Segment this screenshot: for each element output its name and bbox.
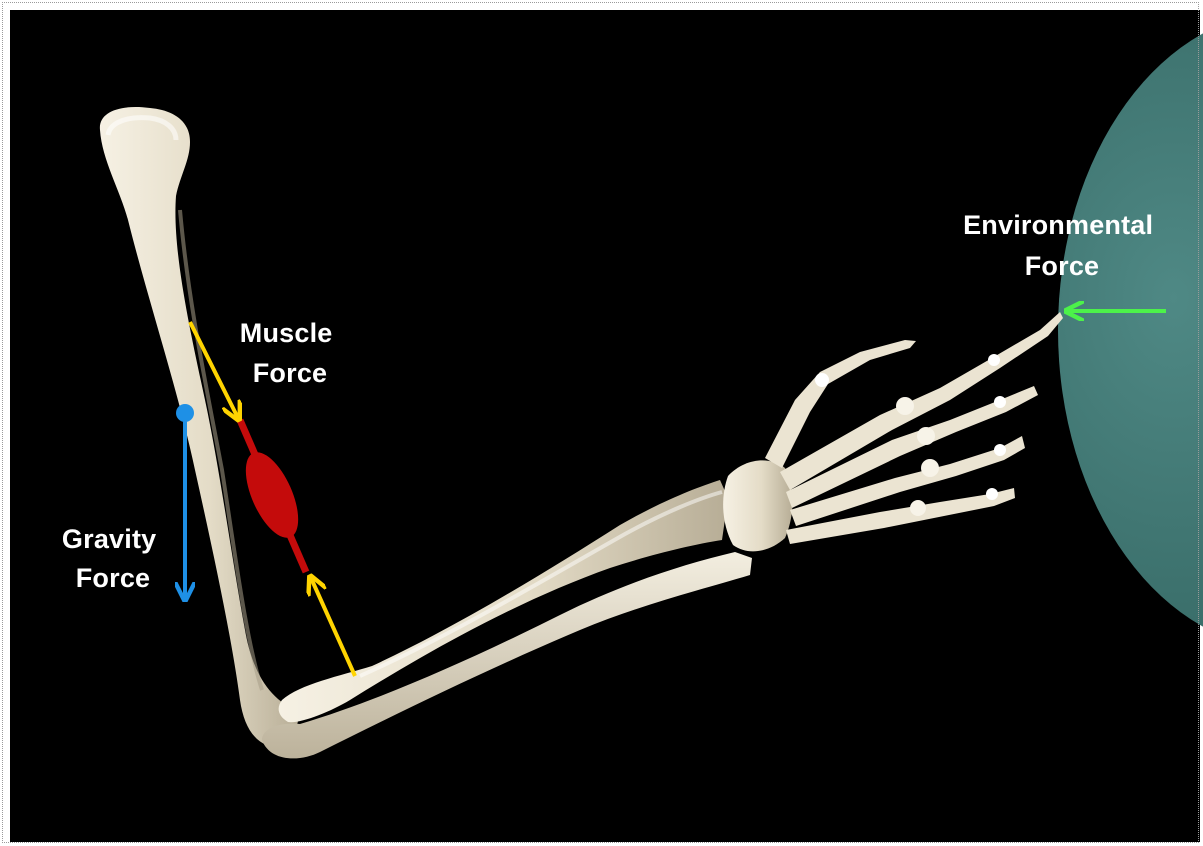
arm-force-diagram: Environmental Force Muscle Force Gravity… <box>0 0 1203 846</box>
diagram-stage: Environmental Force Muscle Force Gravity… <box>0 0 1203 846</box>
